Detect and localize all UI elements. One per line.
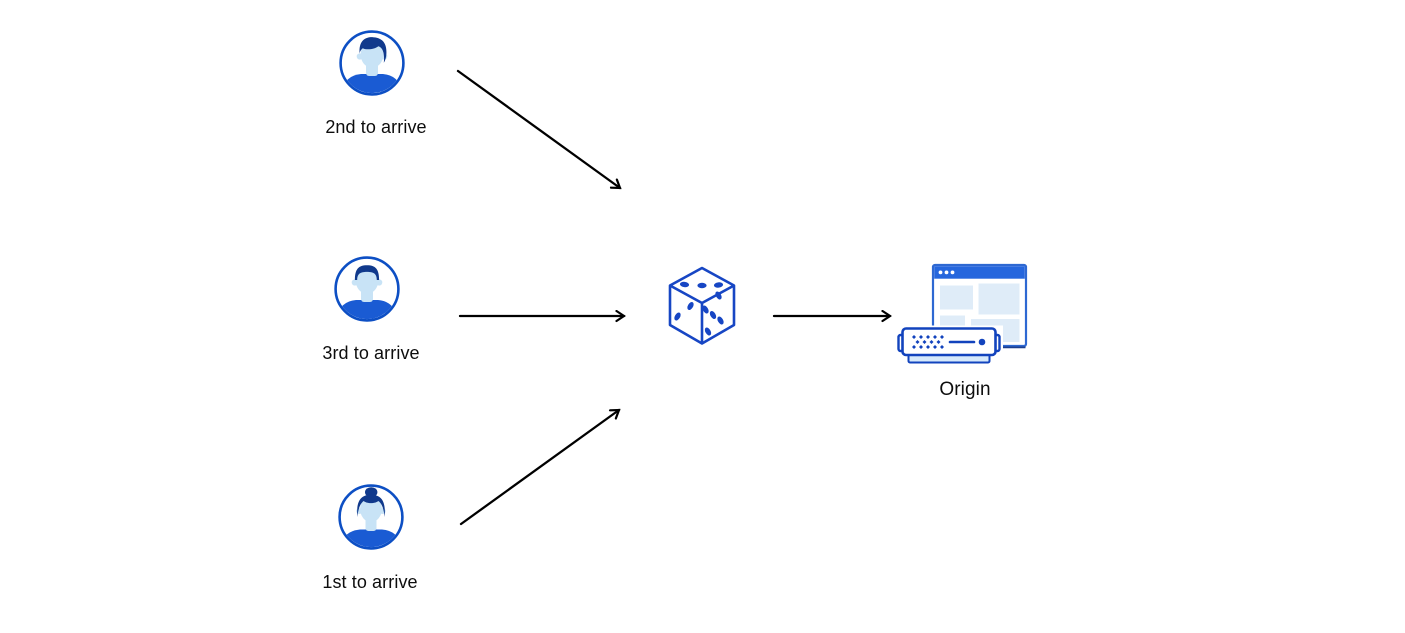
origin-node [893,258,1033,368]
dice-pips [674,281,724,336]
server-vent-diamonds [912,335,944,349]
server-status-dot [978,338,986,346]
dice-icon [668,266,736,345]
male-avatar-swept-hair-icon [339,30,405,96]
avatar-2nd-to-arrive [339,30,405,96]
server-icon [896,325,1003,364]
origin-label: Origin [939,379,991,400]
origin-server-browser-icon [896,263,1028,364]
arrow-1st-to-dice [459,410,619,526]
avatar-1st-to-arrive [338,484,404,550]
avatar-3rd-to-arrive [334,256,400,322]
female-avatar-bun-hair-icon [338,484,404,550]
actor-label-2nd-to-arrive: 2nd to arrive [325,117,427,137]
male-avatar-short-hair-icon [334,256,400,322]
actor-label-3rd-to-arrive: 3rd to arrive [322,343,420,363]
actor-label-1st-to-arrive: 1st to arrive [322,572,418,592]
dice-node [667,266,737,348]
